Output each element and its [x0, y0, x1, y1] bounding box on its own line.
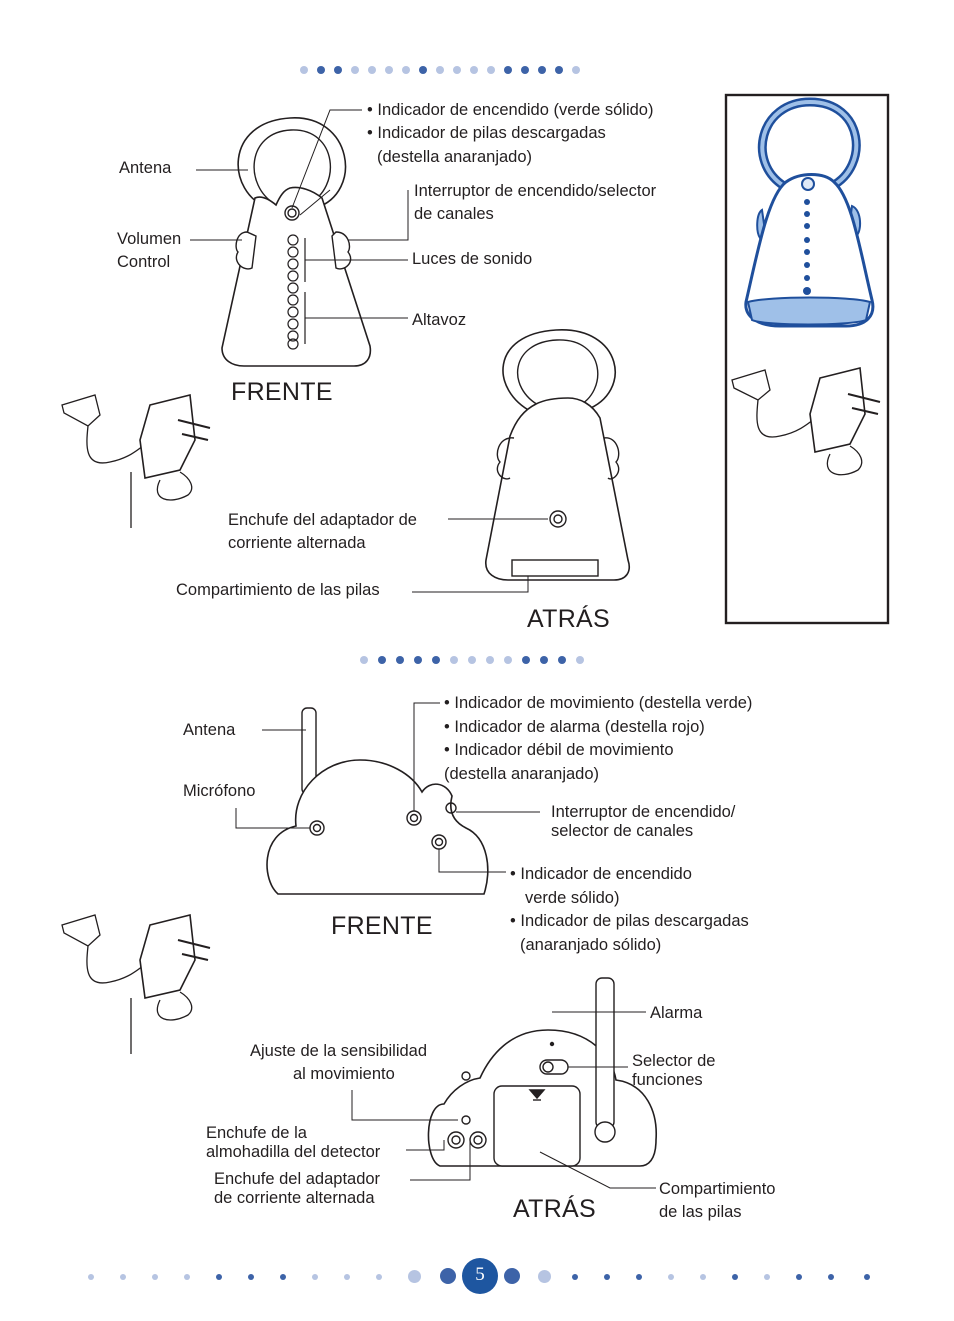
label-nursery-battery-1: Compartimiento: [659, 1180, 776, 1198]
label-parent-battery-compartment: Compartimiento de las pilas: [176, 581, 380, 599]
label-parent-speaker: Altavoz: [412, 311, 467, 329]
label-nursery-function-selector-2: funciones: [632, 1071, 703, 1089]
label-nursery-power-indicator-1: • Indicador de encendido: [510, 865, 692, 883]
label-nursery-low-battery-2: (anaranjado sólido): [520, 936, 662, 954]
ac-adapter-illustration-3: [731, 367, 881, 476]
label-nursery-sensitivity-1: Ajuste de la sensibilidad: [250, 1042, 428, 1060]
label-parent-volume-2: Control: [117, 253, 171, 271]
dot-divider-middle: [360, 654, 600, 666]
label-nursery-weak-motion-note: (destella anaranjado): [444, 765, 600, 783]
label-nursery-adapter-jack-1: Enchufe del adaptador: [214, 1170, 381, 1188]
nursery-unit-back-illustration: [351, 977, 657, 1189]
label-parent-adapter-jack-2: corriente alternada: [228, 534, 366, 552]
label-nursery-adapter-jack-2: de corriente alternada: [214, 1189, 375, 1207]
label-parent-adapter-jack-1: Enchufe del adaptador de: [228, 511, 417, 529]
nursery-unit-front-illustration: [235, 702, 540, 895]
label-parent-antenna: Antena: [119, 159, 172, 177]
blue-parent-unit-illustration: [744, 97, 875, 328]
dot-divider-bottom: [88, 1268, 878, 1286]
label-nursery-switch-2: selector de canales: [551, 822, 694, 840]
label-nursery-battery-2: de las pilas: [659, 1203, 742, 1221]
parent-unit-back-illustration: [412, 329, 630, 593]
dot-divider-top: [300, 64, 600, 76]
label-nursery-weak-motion: • Indicador débil de movimiento: [444, 741, 674, 759]
illustration-frame: [724, 93, 890, 625]
label-nursery-antenna: Antena: [183, 721, 236, 739]
heading-nursery-front: FRENTE: [331, 912, 433, 940]
heading-parent-back: ATRÁS: [527, 605, 610, 633]
label-parent-volume-1: Volumen: [117, 230, 182, 248]
label-nursery-microphone: Micrófono: [183, 782, 256, 800]
label-nursery-sensitivity-2: al movimiento: [293, 1065, 395, 1083]
heading-nursery-back: ATRÁS: [513, 1195, 596, 1223]
label-parent-switch-2: de canales: [414, 205, 494, 223]
ac-adapter-illustration-2: [61, 914, 211, 1054]
label-parent-sound-lights: Luces de sonido: [412, 250, 533, 268]
label-nursery-alarm-indicator: • Indicador de alarma (destella rojo): [444, 718, 705, 736]
label-nursery-pad-jack-2: almohadilla del detector: [206, 1143, 381, 1161]
label-nursery-alarm: Alarma: [650, 1004, 703, 1022]
label-nursery-motion-indicator: • Indicador de movimiento (destella verd…: [444, 694, 753, 712]
label-nursery-low-battery-1: • Indicador de pilas descargadas: [510, 912, 749, 930]
label-parent-switch-1: Interruptor de encendido/selector: [414, 182, 657, 200]
ac-adapter-illustration-1: [61, 394, 211, 528]
page-number-badge: 5: [462, 1258, 498, 1294]
label-nursery-switch-1: Interruptor de encendido/: [551, 803, 736, 821]
parent-unit-front-illustration: [190, 109, 409, 367]
label-nursery-function-selector-1: Selector de: [632, 1052, 716, 1070]
label-parent-power-indicator: • Indicador de encendido (verde sólido): [367, 101, 654, 119]
heading-parent-front: FRENTE: [231, 378, 333, 406]
label-nursery-pad-jack-1: Enchufe de la: [206, 1124, 307, 1142]
label-parent-low-battery-note: (destella anaranjado): [377, 148, 533, 166]
label-parent-low-battery: • Indicador de pilas descargadas: [367, 124, 606, 142]
label-nursery-power-indicator-2: verde sólido): [525, 889, 620, 907]
